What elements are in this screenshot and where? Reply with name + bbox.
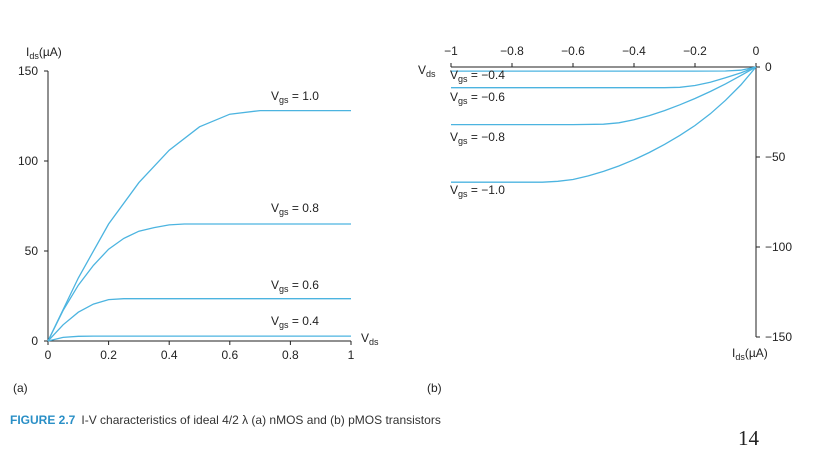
series-line — [47, 298, 351, 342]
y-tick-label: 150 — [18, 64, 38, 78]
x-tick-label: 1 — [348, 348, 355, 362]
nmos-chart: 0 0.2 0.4 0.6 0.8 1 0 50 100 150 Ids(µA) Vds Vgs = 1… — [18, 45, 379, 362]
y-axis-label: Ids(µA) — [26, 45, 62, 61]
series-label: Vgs = 1.0 — [271, 89, 319, 105]
series-label: Vgs = 0.8 — [271, 201, 319, 217]
x-tick-label: 0.2 — [100, 348, 117, 362]
series-label: Vgs = −0.8 — [450, 130, 505, 146]
caption-text: I-V characteristics of ideal 4/2 λ (a) n… — [81, 413, 441, 427]
x-tick-label: 0.8 — [282, 348, 299, 362]
y-tick-label: −100 — [765, 240, 792, 254]
y-tick-label: −150 — [765, 330, 792, 344]
series-label: Vgs = −1.0 — [450, 183, 505, 199]
series-line — [451, 66, 757, 126]
x-tick-label: −0.4 — [622, 44, 646, 58]
x-tick-label: −0.6 — [561, 44, 585, 58]
series-line — [47, 223, 351, 342]
x-axis-label: Vds — [361, 331, 379, 347]
x-axis-label: Vds — [418, 63, 436, 79]
x-tick-label: 0 — [45, 348, 52, 362]
series-line — [451, 66, 757, 89]
y-tick-label: 0 — [765, 60, 772, 74]
series-label: Vgs = −0.6 — [450, 90, 505, 106]
y-tick-label: 100 — [18, 154, 38, 168]
series-label: Vgs = −0.4 — [450, 68, 505, 84]
series-label: Vgs = 0.4 — [271, 314, 319, 330]
panel-b-tag: (b) — [427, 381, 442, 395]
x-tick-label: −0.2 — [683, 44, 707, 58]
y-tick-label: −50 — [765, 150, 786, 164]
series-label: Vgs = 0.6 — [271, 278, 319, 294]
page-number: 14 — [738, 426, 759, 450]
x-tick-label: 0.6 — [221, 348, 238, 362]
y-axis-label: Ids(µA) — [732, 346, 768, 362]
x-tick-label: 0.4 — [161, 348, 178, 362]
series-line — [451, 66, 757, 183]
panel-a-tag: (a) — [13, 381, 28, 395]
series-line — [451, 66, 757, 72]
figure-caption: FIGURE 2.7 I-V characteristics of ideal 4… — [10, 413, 441, 427]
pmos-chart: −1 −0.8 −0.6 −0.4 −0.2 00 −50 −100 −150 VdsIds(µA… — [418, 44, 792, 362]
series-line — [47, 335, 351, 342]
y-tick-label: 0 — [31, 334, 38, 348]
series-line — [47, 109, 351, 342]
y-tick-label: 50 — [25, 244, 39, 258]
x-tick-label: −1 — [444, 44, 458, 58]
x-tick-label: −0.8 — [500, 44, 524, 58]
x-tick-label: 0 — [753, 44, 760, 58]
figure-label: FIGURE 2.7 — [10, 413, 76, 427]
